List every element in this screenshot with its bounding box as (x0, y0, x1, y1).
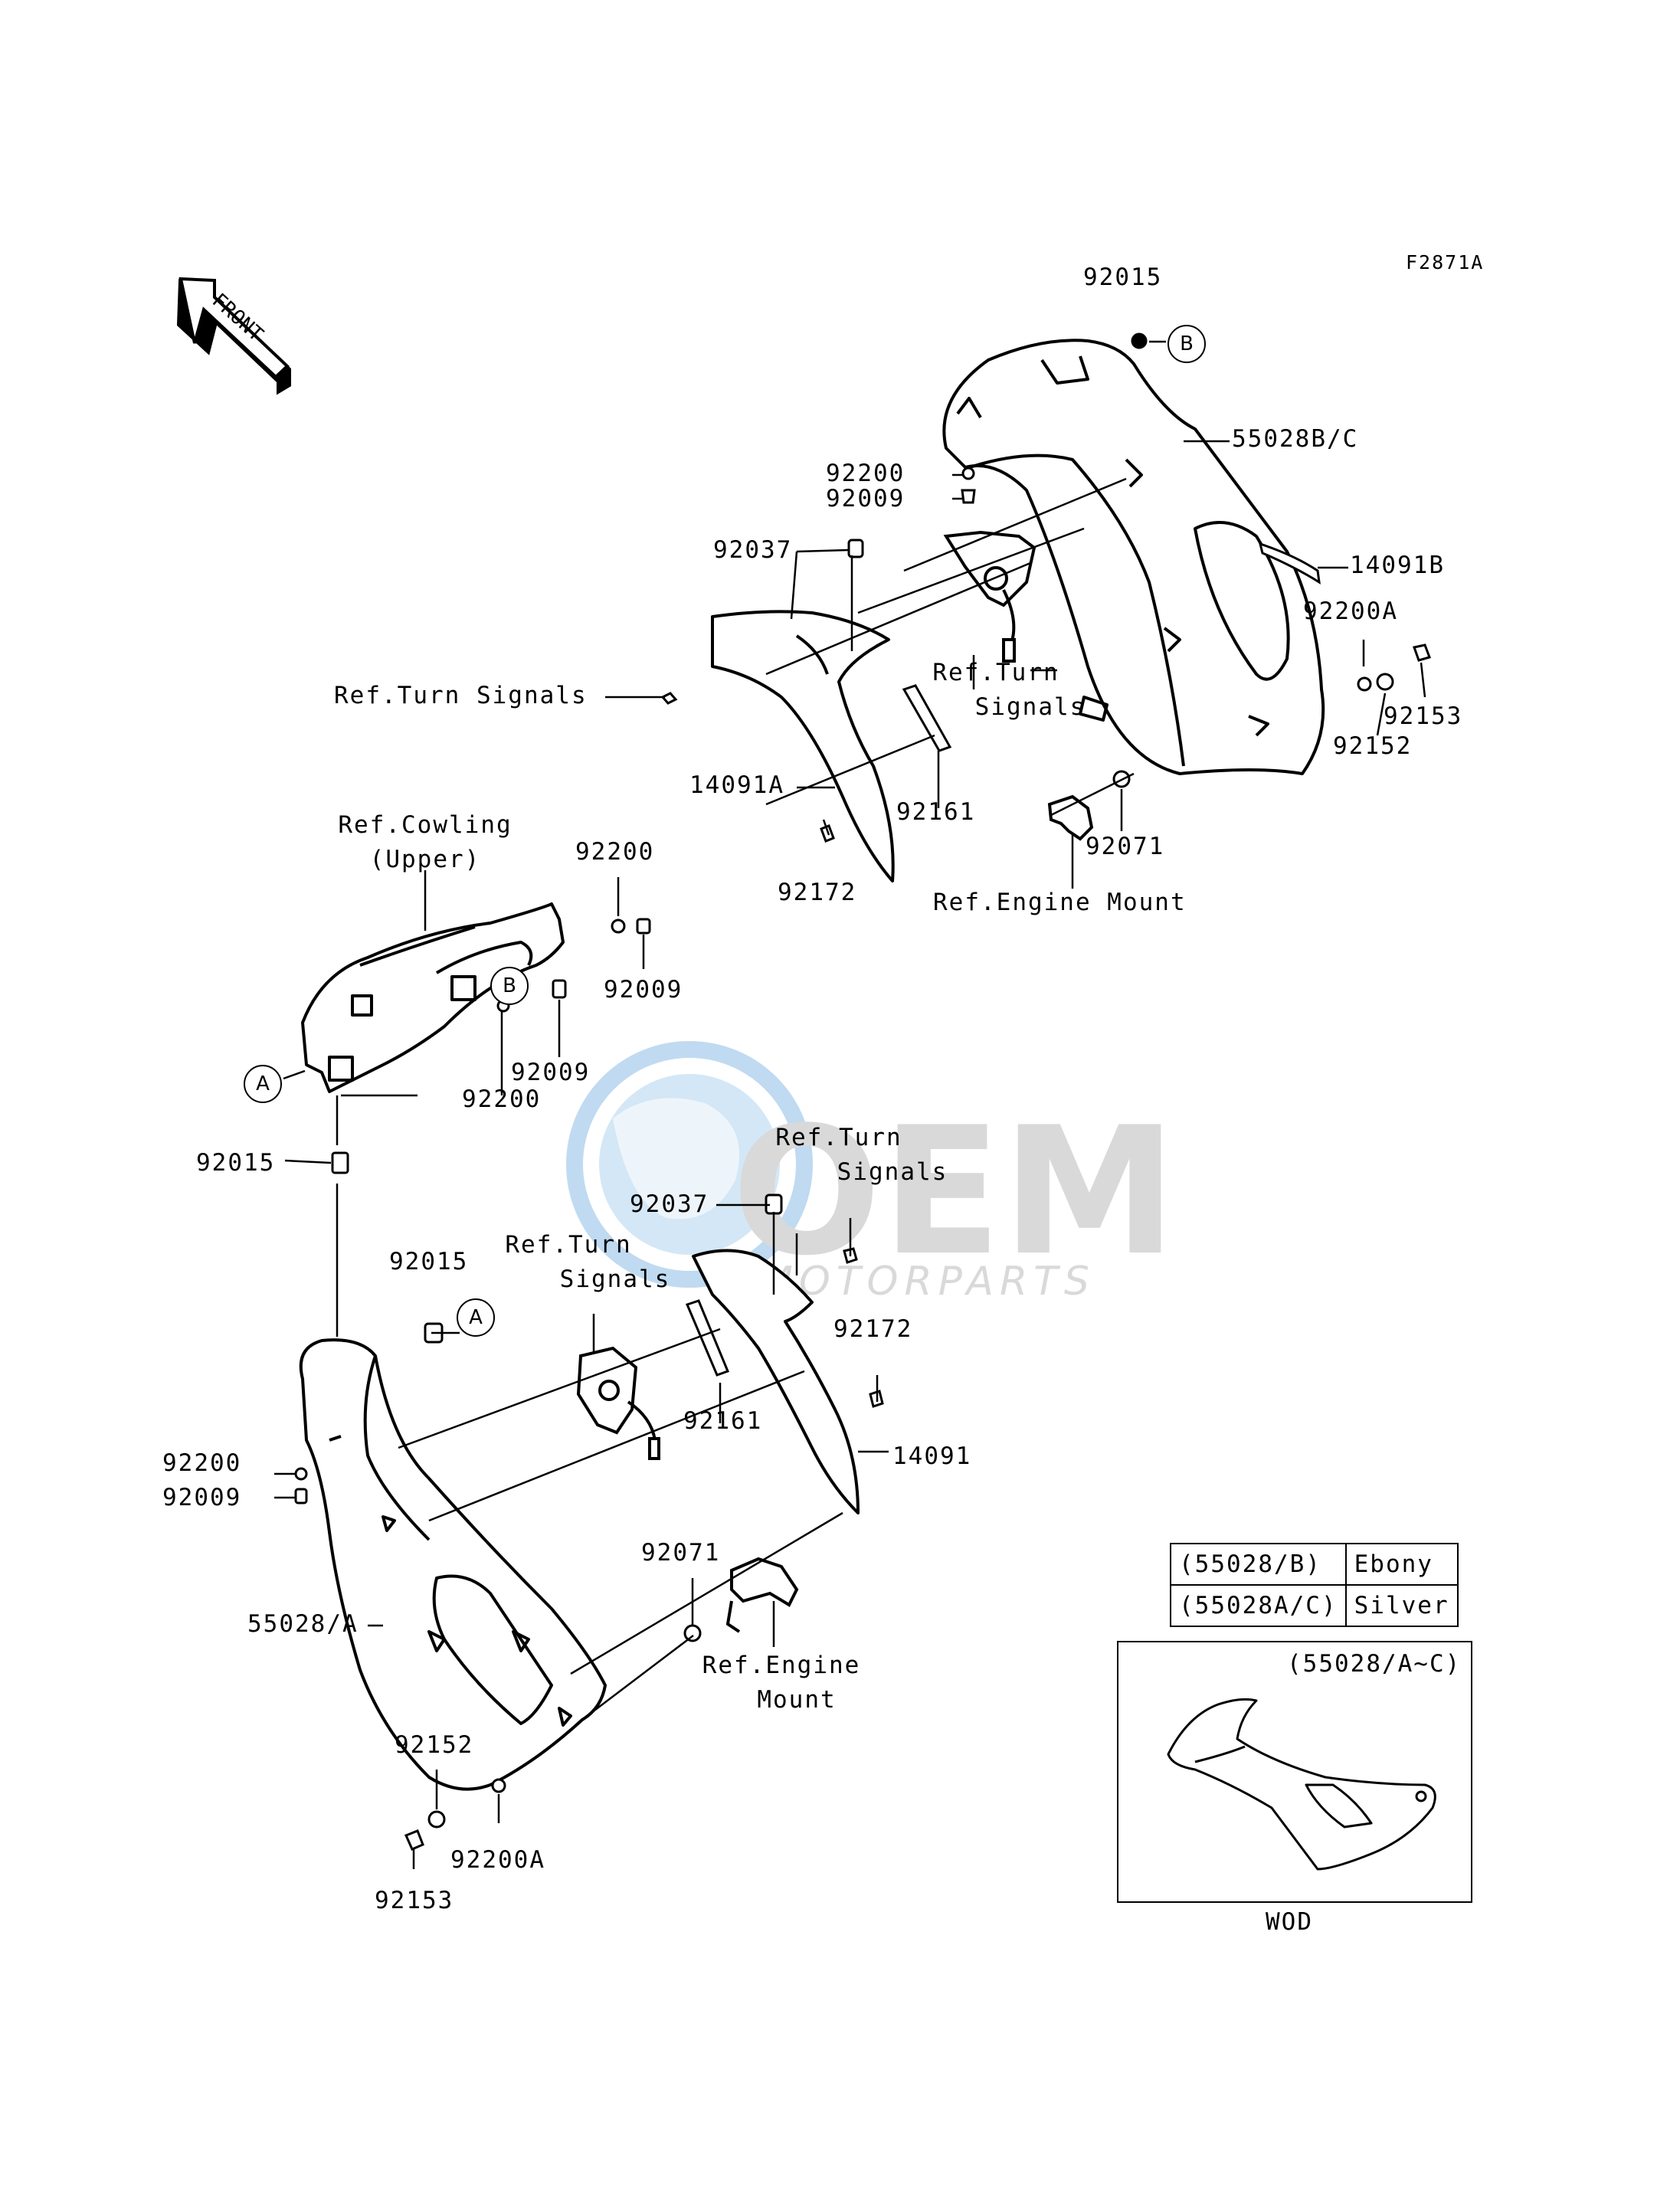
label-92161-lower: 92161 (683, 1407, 763, 1435)
trim-strip-14091b (1258, 542, 1321, 584)
label-92200-mid-right: 92200 (575, 838, 655, 866)
inner-panel-14091a (711, 610, 895, 882)
label-ref-turn-top-mid: Ref.Turn (932, 659, 1059, 686)
label-14091b: 14091B (1350, 552, 1445, 579)
label-92153-top: 92153 (1384, 702, 1463, 730)
label-14091: 14091 (892, 1442, 972, 1470)
table-row: (55028A/C) Silver (1170, 1584, 1459, 1627)
turn-signal-bracket-lower (576, 1346, 660, 1460)
label-92009-lower: 92009 (162, 1484, 242, 1511)
label-signals-lower-right: Signals (837, 1158, 948, 1186)
label-92172-top: 92172 (778, 879, 857, 906)
watermark-letters: OEM (732, 1090, 1177, 1295)
label-upper: (Upper) (369, 846, 481, 873)
part-code-cell: (55028/B) (1170, 1543, 1347, 1586)
label-ref-turn-signals-top-left: Ref.Turn Signals (334, 682, 588, 709)
label-92015-top: 92015 (1083, 264, 1163, 291)
label-92037-top: 92037 (713, 536, 793, 564)
color-variant-table: (55028/B) Ebony (55028A/C) Silver (1170, 1543, 1459, 1627)
cowling-upper-right (942, 339, 1325, 775)
label-92009-mid: 92009 (511, 1059, 591, 1086)
label-92009-mid-right: 92009 (604, 976, 683, 1004)
label-92161-top: 92161 (896, 798, 976, 826)
ref-circle-b-top: B (1167, 325, 1206, 363)
label-92200-top: 92200 (826, 460, 905, 487)
label-92071-lower: 92071 (641, 1539, 721, 1567)
engine-mount-upper (1047, 794, 1094, 841)
label-92152-top: 92152 (1333, 732, 1413, 760)
label-92071-top: 92071 (1086, 833, 1165, 860)
label-signals-top-mid: Signals (974, 693, 1086, 721)
label-55028bc: 55028B/C (1232, 425, 1359, 453)
inset-cowling-drawing (1167, 1698, 1436, 1871)
label-92015-mid: 92015 (196, 1149, 276, 1177)
front-arrow-icon: FRONT (176, 277, 291, 395)
label-92153-lower: 92153 (375, 1887, 454, 1914)
watermark: OEM MOTORPARTS (566, 1041, 1177, 1305)
upper-cowling-ref (301, 902, 565, 1093)
cowling-lower-left (299, 1338, 607, 1791)
label-92009-top: 92009 (826, 485, 905, 512)
part-code-cell: (55028A/C) (1170, 1584, 1347, 1627)
label-ref-turn-lower-right: Ref.Turn (775, 1124, 902, 1151)
ref-circle-b-mid: B (490, 967, 529, 1005)
strip-92161-lower (685, 1299, 729, 1377)
label-signals-lower-left: Signals (559, 1265, 671, 1293)
label-92152-lower: 92152 (395, 1731, 474, 1759)
engine-mount-lower (725, 1557, 799, 1633)
inset-box (1117, 1641, 1472, 1903)
label-ref-engine-lower: Ref.Engine (702, 1652, 861, 1679)
label-55028a: 55028/A (247, 1610, 359, 1638)
color-cell: Ebony (1344, 1543, 1459, 1586)
label-ref-engine-mount-top: Ref.Engine Mount (933, 889, 1187, 916)
label-92200-lower: 92200 (162, 1449, 242, 1477)
inset-label: (55028/A~C) (1287, 1650, 1462, 1678)
label-92037-lower: 92037 (630, 1190, 709, 1218)
inset-caption: WOD (1266, 1908, 1313, 1936)
table-row: (55028/B) Ebony (1170, 1543, 1459, 1586)
label-14091a: 14091A (689, 771, 784, 799)
figure-code: F2871A (1406, 251, 1485, 273)
ref-circle-a-lower: A (457, 1298, 495, 1337)
leader-lines (274, 340, 1426, 1869)
ref-circle-a-mid: A (244, 1065, 282, 1103)
label-ref-cowling: Ref.Cowling (338, 811, 513, 839)
label-ref-turn-lower-left: Ref.Turn (505, 1231, 632, 1259)
label-92200-mid: 92200 (462, 1085, 542, 1113)
color-cell: Silver (1344, 1584, 1459, 1627)
label-92015-lower: 92015 (389, 1248, 469, 1275)
label-92200a-top: 92200A (1303, 598, 1398, 625)
label-92200a-lower: 92200A (450, 1846, 545, 1874)
strip-92161-upper (902, 684, 952, 752)
label-92172-lower: 92172 (833, 1315, 913, 1343)
inner-panel-14091 (692, 1249, 860, 1514)
watermark-sub: MOTORPARTS (758, 1259, 1095, 1305)
label-mount-lower: Mount (757, 1686, 837, 1714)
